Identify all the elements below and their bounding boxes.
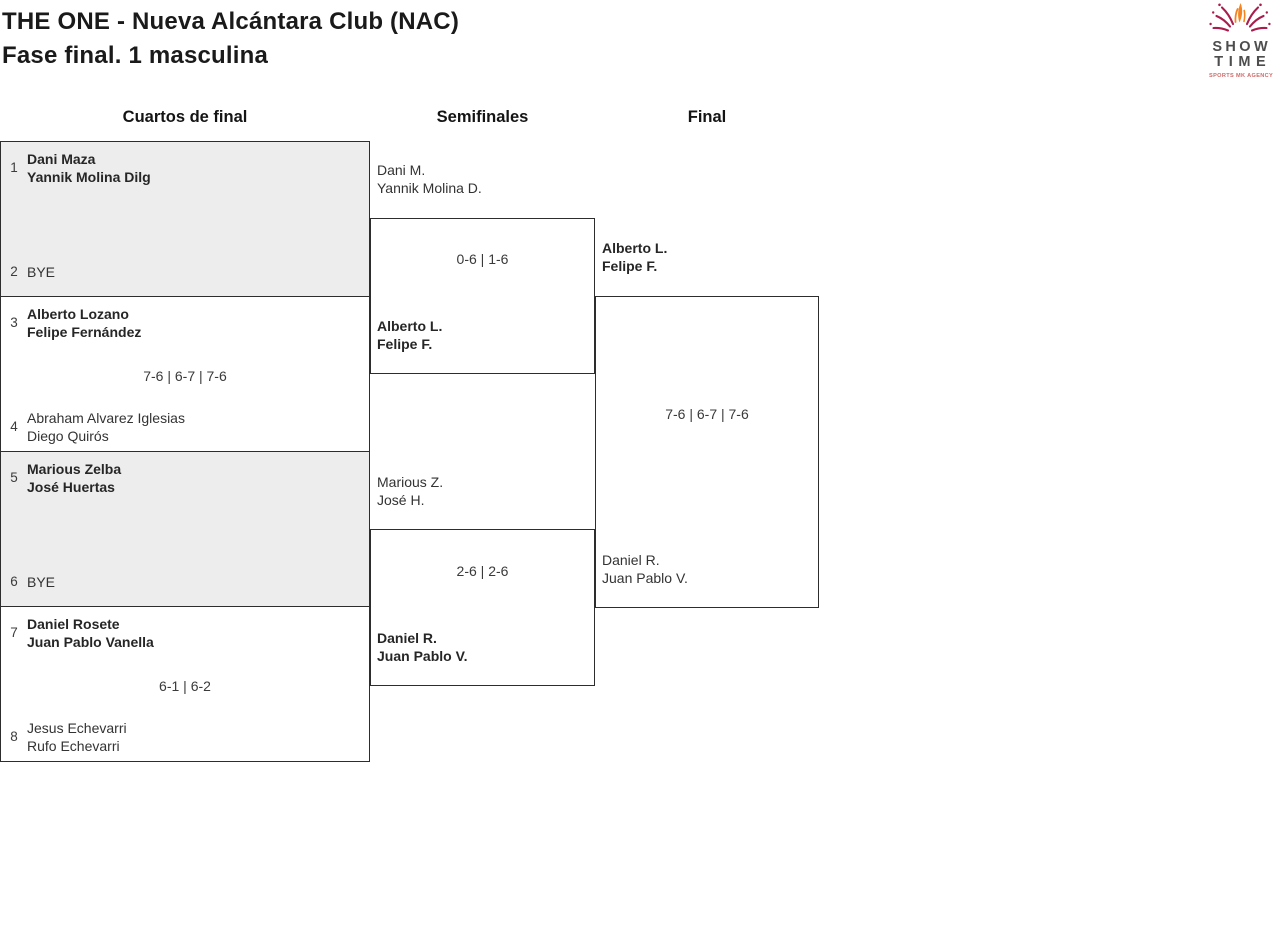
qf-match-4: 7 Daniel Rosete Juan Pablo Vanella 6-1 |… — [0, 606, 370, 762]
sf2-team-top: Marious Z. José H. — [377, 473, 443, 509]
logo-tagline: SPORTS MK AGENCY — [1209, 73, 1274, 79]
qf4-team-top: Daniel Rosete Juan Pablo Vanella — [27, 615, 154, 651]
team-name-line: Daniel Rosete — [27, 616, 120, 632]
tournament-title: THE ONE - Nueva Alcántara Club (NAC) — [2, 8, 460, 35]
team-name-line: Marious Zelba — [27, 461, 122, 477]
team-name-line: Daniel R. — [377, 630, 437, 646]
qf3-team-bottom: BYE — [27, 573, 55, 591]
final-team-top: Alberto L. Felipe F. — [602, 239, 667, 275]
team-name-line: Felipe F. — [377, 336, 433, 352]
final-team-bottom: Daniel R. Juan Pablo V. — [602, 551, 688, 587]
sf-match-1 — [370, 218, 595, 374]
seed-number: 2 — [10, 264, 18, 279]
team-name-line: Juan Pablo V. — [602, 570, 688, 586]
qf1-team-bottom: BYE — [27, 263, 55, 281]
team-name-line: Alberto L. — [602, 240, 668, 256]
seed-number: 8 — [10, 729, 18, 744]
seed-number: 7 — [10, 625, 18, 640]
qf2-team-bottom: Abraham Alvarez Iglesias Diego Quirós — [27, 409, 185, 445]
column-header-semifinales: Semifinales — [436, 108, 529, 126]
team-name-line: Alberto Lozano — [27, 306, 129, 322]
team-name-line: Abraham Alvarez Iglesias — [27, 410, 185, 426]
sf2-score: 2-6 | 2-6 — [456, 563, 509, 579]
sf2-team-bottom: Daniel R. Juan Pablo V. — [377, 629, 468, 665]
qf2-score: 7-6 | 6-7 | 7-6 — [143, 368, 227, 384]
team-name-line: BYE — [27, 574, 56, 590]
qf4-score: 6-1 | 6-2 — [159, 678, 211, 694]
final-score: 7-6 | 6-7 | 7-6 — [665, 406, 749, 422]
seed-number: 3 — [10, 315, 18, 330]
team-name-line: Dani M. — [377, 162, 426, 178]
page-title: THE ONE - Nueva Alcántara Club (NAC) Fas… — [2, 5, 459, 73]
seed-number: 4 — [10, 419, 18, 434]
showtime-logo: SHOW TIME SPORTS MK AGENCY — [1209, 2, 1274, 79]
team-name-line: Juan Pablo V. — [377, 648, 468, 664]
team-name-line: Diego Quirós — [27, 428, 109, 444]
team-name-line: José H. — [377, 492, 425, 508]
seed-number: 5 — [10, 470, 18, 485]
column-header-cuartos: Cuartos de final — [122, 108, 248, 126]
final-match — [595, 296, 819, 608]
phase-subtitle: Fase final. 1 masculina — [2, 42, 269, 69]
team-name-line: Dani Maza — [27, 151, 96, 167]
qf4-team-bottom: Jesus Echevarri Rufo Echevarri — [27, 719, 127, 755]
qf1-team-top: Dani Maza Yannik Molina Dilg — [27, 150, 151, 186]
team-name-line: Felipe Fernández — [27, 324, 142, 340]
qf-match-1: 1 Dani Maza Yannik Molina Dilg 2 BYE — [0, 141, 370, 297]
qf2-team-top: Alberto Lozano Felipe Fernández — [27, 305, 141, 341]
logo-word-show: SHOW — [1212, 39, 1272, 55]
team-name-line: Rufo Echevarri — [27, 738, 120, 754]
team-name-line: Daniel R. — [602, 552, 660, 568]
team-name-line: Yannik Molina D. — [377, 180, 482, 196]
sf-match-2 — [370, 529, 595, 686]
column-header-final: Final — [687, 108, 727, 126]
team-name-line: Marious Z. — [377, 474, 444, 490]
qf3-team-top: Marious Zelba José Huertas — [27, 460, 121, 496]
team-name-line: Jesus Echevarri — [27, 720, 127, 736]
team-name-line: José Huertas — [27, 479, 115, 495]
sf1-team-top: Dani M. Yannik Molina D. — [377, 161, 482, 197]
team-name-line: Juan Pablo Vanella — [27, 634, 154, 650]
team-name-line: Yannik Molina Dilg — [27, 169, 151, 185]
qf-match-2: 3 Alberto Lozano Felipe Fernández 7-6 | … — [0, 296, 370, 452]
qf-match-3: 5 Marious Zelba José Huertas 6 BYE — [0, 451, 370, 607]
seed-number: 1 — [10, 160, 18, 175]
sf1-score: 0-6 | 1-6 — [456, 251, 509, 267]
firework-burst-icon — [1209, 3, 1271, 32]
team-name-line: Felipe F. — [602, 258, 658, 274]
seed-number: 6 — [10, 574, 18, 589]
team-name-line: BYE — [27, 264, 56, 280]
logo-word-time: TIME — [1214, 54, 1272, 70]
sf1-team-bottom: Alberto L. Felipe F. — [377, 317, 442, 353]
team-name-line: Alberto L. — [377, 318, 443, 334]
